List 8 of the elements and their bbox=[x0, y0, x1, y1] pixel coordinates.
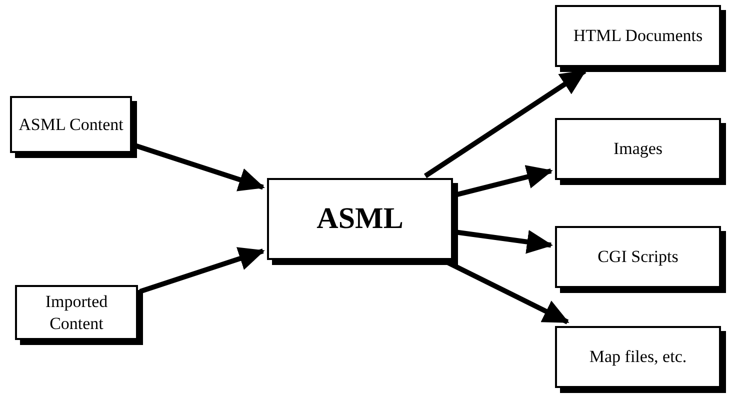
box-label: ASML Content bbox=[18, 114, 124, 136]
arrow bbox=[139, 247, 265, 294]
box-label: Map files, etc. bbox=[589, 346, 687, 368]
box-label: Images bbox=[613, 138, 663, 160]
box-label: CGI Scripts bbox=[598, 246, 678, 268]
box-label: Imported Content bbox=[44, 291, 109, 334]
box-label: ASML bbox=[316, 201, 404, 238]
box-label: HTML Documents bbox=[573, 25, 703, 47]
